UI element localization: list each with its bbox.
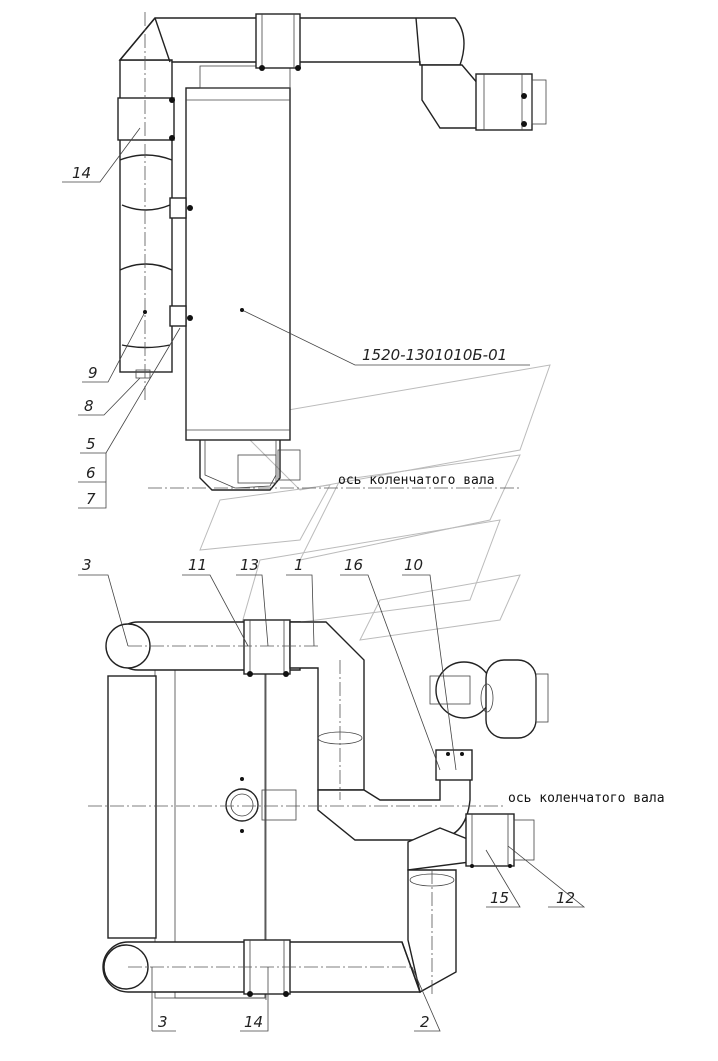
watermark-logo xyxy=(199,364,551,641)
callout-7: 7 xyxy=(86,490,96,508)
callout-14-bottom: 14 xyxy=(244,1013,263,1031)
callout-3-top: 3 xyxy=(82,556,92,574)
bottom-view xyxy=(88,619,549,1000)
callout-2: 2 xyxy=(420,1013,430,1031)
callout-5: 5 xyxy=(86,435,96,453)
part-number-label: 1520-1301010Б-01 xyxy=(362,346,507,364)
bottom-leaders xyxy=(78,574,586,1032)
callout-16: 16 xyxy=(344,556,363,574)
callout-14-top: 14 xyxy=(72,164,91,182)
callout-15: 15 xyxy=(490,889,509,907)
muffler-body xyxy=(185,87,291,441)
callout-13: 13 xyxy=(240,556,259,574)
crankshaft-axis-label-bottom: ось коленчатого вала xyxy=(508,791,665,806)
callout-6: 6 xyxy=(86,464,96,482)
callout-8: 8 xyxy=(84,397,94,415)
top-leaders xyxy=(62,127,530,509)
callout-11: 11 xyxy=(188,556,207,574)
callout-3-bottom: 3 xyxy=(158,1013,168,1031)
callout-1: 1 xyxy=(294,556,304,574)
callout-10: 10 xyxy=(404,556,423,574)
crankshaft-axis-label-top: ось коленчатого вала xyxy=(338,473,495,488)
callout-12: 12 xyxy=(556,889,575,907)
top-view xyxy=(117,12,547,491)
callout-9: 9 xyxy=(88,364,98,382)
muffler-vertical xyxy=(107,675,157,939)
